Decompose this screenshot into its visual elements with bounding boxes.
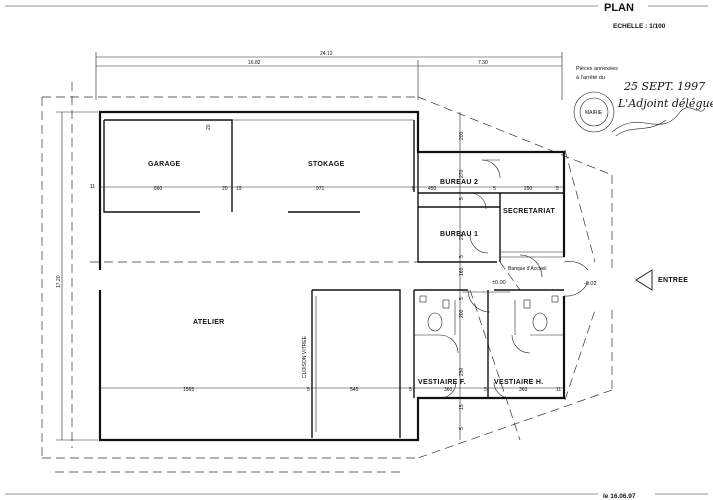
dim-d5f: 5 [484,387,487,393]
dim-total-width: 24.12 [320,51,333,57]
dim-right-width: 7.30 [478,60,488,66]
dim-v5c: 5 [459,297,465,300]
dim-v270: 270 [459,169,465,178]
seal-text: MAIRIE [585,110,603,116]
dim-left-width: 16.82 [248,60,261,66]
dim-d5b: 5 [493,186,496,192]
dim-bureau2-w: 450 [428,186,437,192]
room-atelier: ATELIER [193,319,225,326]
dim-d19: 19 [236,186,242,192]
level-outside: -0.02 [584,281,597,287]
dim-vh-w: 360 [519,387,528,393]
official-stamp: MAIRIE [573,91,706,137]
entrance-arrow-icon [635,269,653,291]
dim-v5d: 5 [459,427,465,430]
dim-stokage-w: 971 [316,186,325,192]
outer-walls [98,110,566,442]
dim-d545: 545 [350,387,359,393]
dim-v200b: 200 [459,309,465,318]
room-stokage: STOKAGE [308,161,345,168]
interior-dimensions: 11 660 20 19 971 5 450 5 290 5 1565 5 54… [90,184,564,393]
footer-date: le 16.06.97 [603,493,636,500]
dim-v250: 250 [459,367,465,376]
left-dimension: 17.20 [56,111,98,441]
entrance-label: ENTREE [658,277,688,284]
dim-v290: 290 [459,231,465,240]
scale-label: ECHELLE : 1/100 [613,23,666,30]
room-bureau2: BUREAU 2 [440,179,478,186]
stamp-signature-title: L'Adjoint délégué [617,97,713,110]
partitions [103,119,564,438]
dim-d20a: 20 [222,186,228,192]
dim-d20b: 20 [206,124,212,130]
dim-d11-right: 11 [556,387,561,393]
dim-secr-w: 290 [524,186,533,192]
dim-v200a: 200 [459,131,465,140]
room-vestiaire-h: VESTIAIRE H. [494,379,544,386]
plan-title: PLAN [604,2,634,14]
dim-atelier-w: 1565 [183,387,194,393]
fixtures [419,291,559,332]
room-banque: Banque d'Accueil [508,266,546,272]
top-dimensions: 24.12 16.82 7.30 [95,51,563,100]
dim-d5e: 5 [409,387,412,393]
roof-outline [41,82,613,473]
level-inside: ±0.00 [492,280,506,286]
stamp-line1: Pièces annexées [576,66,618,72]
dim-v5b: 5 [459,255,465,258]
room-vestiaire-f: VESTIAIRE F. [418,379,466,386]
stamp-line2: à l'arrêté du [576,75,605,81]
dim-v5a: 5 [459,197,465,200]
vertical-dimensions: 200 270 5 290 5 160 200 250 15 5 5 20 [206,112,465,440]
room-garage: GARAGE [148,161,181,168]
dim-d5a: 5 [412,186,415,192]
room-bureau1: BUREAU 1 [440,231,478,238]
dim-vf-w: 360 [444,387,453,393]
door-swings [439,159,589,399]
dim-garage-w: 660 [154,186,163,192]
dim-v160: 160 [459,267,465,276]
dim-d5c: 5 [556,186,559,192]
dim-d5d: 5 [307,387,310,393]
dim-height: 17.20 [56,275,62,288]
dim-d11-left: 11 [90,184,95,190]
dim-v15: 15 [459,404,465,410]
glazed-partition-label: CLOISON VITREE [302,335,308,378]
stamp-date: 25 SEPT. 1997 [623,80,705,93]
room-secretariat: SECRETARIAT [503,208,555,215]
